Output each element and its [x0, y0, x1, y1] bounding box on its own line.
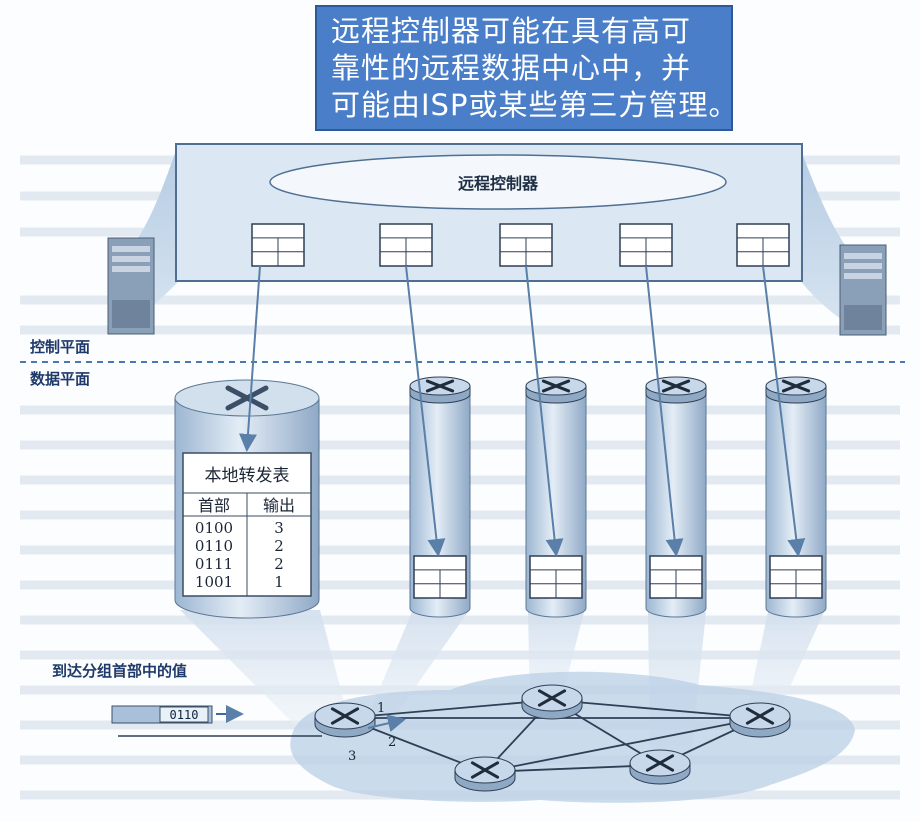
table-cell-prefix: 0111	[195, 555, 233, 573]
local-forwarding-table: 本地转发表 首部 输出 0100 3 0110 2 0111 2 1001 1	[182, 452, 312, 597]
network-cloud	[290, 671, 855, 803]
forwarding-table-header-output: 输出	[263, 496, 295, 515]
switch-table-3	[649, 555, 703, 599]
port-label-2: 2	[388, 735, 396, 750]
switch-cylinder-4	[765, 376, 827, 618]
remote-controller-label: 远程控制器	[458, 174, 539, 193]
down-arrow-5	[762, 265, 806, 557]
remote-controller-ellipse	[269, 154, 727, 210]
packet-caption: 到达分组首部中的值	[52, 662, 187, 680]
callout-line-3: 可能由ISP或某些第三方管理。	[331, 88, 739, 122]
controller-table-3	[499, 223, 553, 267]
down-arrow-2	[405, 265, 446, 557]
port-label-1: 1	[377, 701, 385, 716]
callout-line-1: 远程控制器可能在具有高可	[331, 14, 692, 48]
switch-router-icon-1	[409, 376, 471, 404]
port-label-3: 3	[348, 749, 356, 764]
controller-table-5	[736, 223, 790, 267]
switch-cylinder-2	[525, 376, 587, 618]
down-arrow-4	[645, 265, 684, 557]
panel-tables	[251, 223, 790, 267]
network-router-2	[521, 684, 583, 720]
table-cell-prefix: 1001	[195, 573, 233, 591]
network-router-5	[629, 749, 691, 785]
table-cell-output: 1	[274, 573, 284, 591]
forwarding-table-header-prefix: 首部	[198, 496, 230, 515]
network-router-4	[454, 756, 516, 792]
left-server-icon	[107, 237, 155, 335]
data-plane-label: 数据平面	[30, 370, 90, 388]
packet-header-value: 0110	[170, 708, 199, 722]
switch-router-icon-4	[765, 376, 827, 404]
switch-table-2	[529, 555, 583, 599]
table-cell-prefix: 0100	[195, 519, 233, 537]
switch-cylinder-3	[645, 376, 707, 618]
controller-table-4	[619, 223, 673, 267]
down-arrow-1	[239, 265, 261, 452]
table-cell-output: 3	[274, 519, 284, 537]
control-plane-label: 控制平面	[30, 338, 90, 356]
controller-table-2	[379, 223, 433, 267]
network-router-3	[729, 702, 791, 738]
light-rays	[180, 610, 824, 765]
switch-router-icon-2	[525, 376, 587, 404]
controller-table-1	[251, 223, 305, 267]
callout-note: 远程控制器可能在具有高可 靠性的远程数据中心中，并 可能由ISP或某些第三方管理…	[315, 5, 739, 131]
forward-out-arrow	[367, 714, 406, 732]
forwarding-table-title: 本地转发表	[205, 466, 290, 486]
main-switch-x-icon	[225, 385, 269, 411]
table-cell-output: 2	[274, 537, 284, 555]
small-switches	[409, 376, 827, 618]
table-cell-output: 2	[274, 555, 284, 573]
callout-line-2: 靠性的远程数据中心中，并	[331, 51, 692, 85]
switch-table-4	[769, 555, 823, 599]
controller-arrows	[239, 265, 806, 557]
switch-table-1	[413, 555, 467, 599]
down-arrow-3	[525, 265, 564, 557]
right-server-icon	[839, 244, 887, 336]
switch-cylinder-1	[409, 376, 471, 618]
table-cell-prefix: 0110	[195, 537, 233, 555]
packet: 0110	[111, 705, 244, 724]
network-routers	[314, 684, 791, 792]
switch-router-icon-3	[645, 376, 707, 404]
network-router-1	[314, 702, 376, 738]
